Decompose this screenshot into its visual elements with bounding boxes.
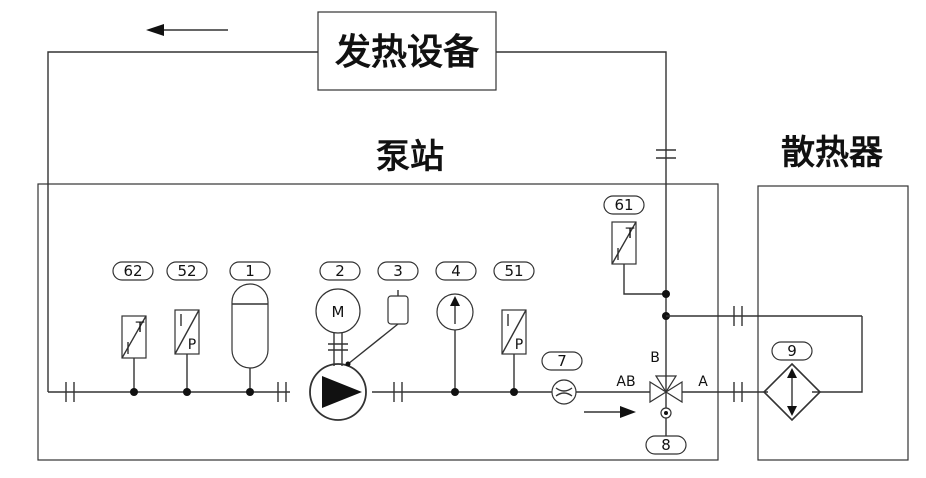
temperature-sensor-icon: T: [122, 316, 146, 358]
pressure-sensor-icon: P: [175, 310, 199, 354]
heat-exchanger-icon: [764, 364, 820, 420]
tag-51: 51: [504, 262, 523, 280]
heat-equipment-label: 发热设备: [335, 32, 480, 73]
left-arrow-icon: [146, 24, 228, 36]
port-b-label: B: [650, 350, 660, 366]
port-ab-label: AB: [616, 374, 635, 390]
pump-icon: [310, 364, 366, 420]
tag-1: 1: [245, 262, 255, 280]
tag-52: 52: [177, 262, 196, 280]
tag-3: 3: [393, 262, 403, 280]
radiator-label: 散热器: [781, 133, 884, 173]
motor-symbol: M: [332, 303, 345, 321]
pressure-symbol-52: P: [188, 337, 196, 353]
tag-61: 61: [614, 196, 633, 214]
filter-component: [388, 290, 408, 324]
tag-7: 7: [557, 352, 567, 370]
radiator-box: [758, 186, 908, 460]
accumulator-icon: [232, 284, 268, 368]
gauge-icon: [437, 294, 473, 330]
pump-station-label: 泵站: [376, 137, 444, 177]
tag-2: 2: [335, 262, 345, 280]
tag-62: 62: [123, 262, 142, 280]
temp-symbol-62: T: [135, 320, 145, 336]
pressure-symbol-51: P: [515, 337, 523, 353]
return-pipe: [48, 52, 318, 392]
tag-4: 4: [451, 262, 461, 280]
pressure-sensor-icon: P: [502, 310, 526, 354]
motor-icon: M: [316, 289, 360, 333]
tag-9: 9: [787, 342, 797, 360]
flow-meter-icon: [552, 380, 576, 404]
right-arrow-icon: [584, 406, 636, 418]
temp-symbol-61: T: [625, 226, 635, 242]
tag-8: 8: [661, 436, 671, 454]
temperature-sensor-icon: T: [612, 222, 636, 264]
port-a-label: A: [698, 374, 708, 390]
